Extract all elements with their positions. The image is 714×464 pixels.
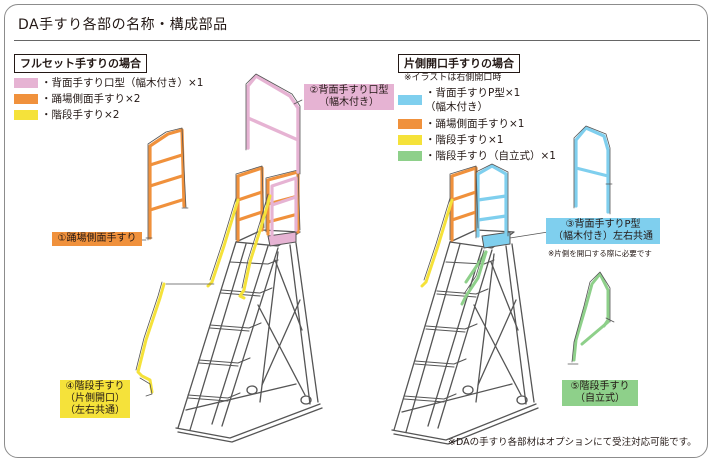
panel-frame	[4, 4, 708, 458]
legend-text: ・階段手すり（自立式）×1	[425, 150, 556, 162]
side-handrail-exploded	[148, 128, 186, 240]
freestanding-handrail-exploded	[572, 272, 610, 362]
right-rear-handrail-mounted	[476, 164, 508, 238]
right-ladder-frame	[391, 229, 539, 445]
legend-text: ・背面手すりP型×1 （幅木付き）	[425, 87, 521, 113]
p-handrail-exploded	[574, 126, 610, 214]
right-freestanding-handrail-mounted	[460, 250, 488, 306]
pink-swatch	[14, 78, 38, 88]
yellow-swatch	[398, 135, 422, 145]
label-rear-handrail: ②背面手すり口型 （幅木付き）	[304, 84, 394, 110]
right-legend-item-2: ・踊場側面手すり×1	[398, 117, 524, 131]
legend-text: ・踊場側面手すり×1	[425, 118, 525, 130]
label-p-handrail: ③背面手すりP型 （幅木付き）左右共通	[546, 218, 660, 244]
left-rear-handrail-mounted	[270, 176, 298, 240]
rear-handrail-exploded	[246, 74, 300, 174]
footer-note: ※DAの手すり各部材はオプションにて受注対応可能です。	[448, 437, 697, 448]
right-leader-lines	[509, 231, 549, 239]
title-divider	[14, 40, 700, 41]
right-legend-item-1: ・背面手すりP型×1 （幅木付き）	[398, 86, 520, 114]
left-ladder-frame	[175, 229, 323, 443]
label-freestanding-handrail: ⑤階段手すり （自立式）	[562, 380, 638, 406]
right-section-subheading: ※イラストは右側開口時	[404, 73, 502, 83]
yellow-swatch	[14, 110, 38, 120]
green-swatch	[398, 151, 422, 161]
label-stair-handrail: ④階段手すり （片側開口） （左右共通）	[60, 380, 130, 418]
right-side-handrail-mounted	[450, 166, 478, 242]
legend-text: ・背面手すり口型（幅木付き）×1	[41, 77, 204, 89]
right-legend-item-4: ・階段手すり（自立式）×1	[398, 149, 556, 163]
legend-text: ・階段手すり×2	[41, 109, 120, 121]
left-legend-item-3: ・階段手すり×2	[14, 108, 119, 122]
left-section-heading: フルセット手すりの場合	[14, 54, 147, 73]
orange-swatch	[398, 119, 422, 129]
label-p-handrail-note: ※片側を開口する際に必要です	[548, 249, 652, 258]
left-legend-item-2: ・踊場側面手すり×2	[14, 92, 140, 106]
left-legend-item-1: ・背面手すり口型（幅木付き）×1	[14, 76, 203, 90]
stair-handrail-exploded	[136, 282, 166, 394]
legend-text: ・踊場側面手すり×2	[41, 93, 141, 105]
right-legend-item-3: ・階段手すり×1	[398, 133, 503, 147]
right-section-heading: 片側開口手すりの場合	[398, 54, 520, 73]
page-title: DA手すり各部の名称・構成部品	[18, 17, 228, 33]
legend-text: ・階段手すり×1	[425, 134, 504, 146]
blue-swatch	[398, 95, 422, 105]
label-side-handrail: ①踊場側面手すり	[52, 232, 142, 246]
right-stair-handrail-mounted	[420, 198, 454, 288]
orange-swatch	[14, 94, 38, 104]
